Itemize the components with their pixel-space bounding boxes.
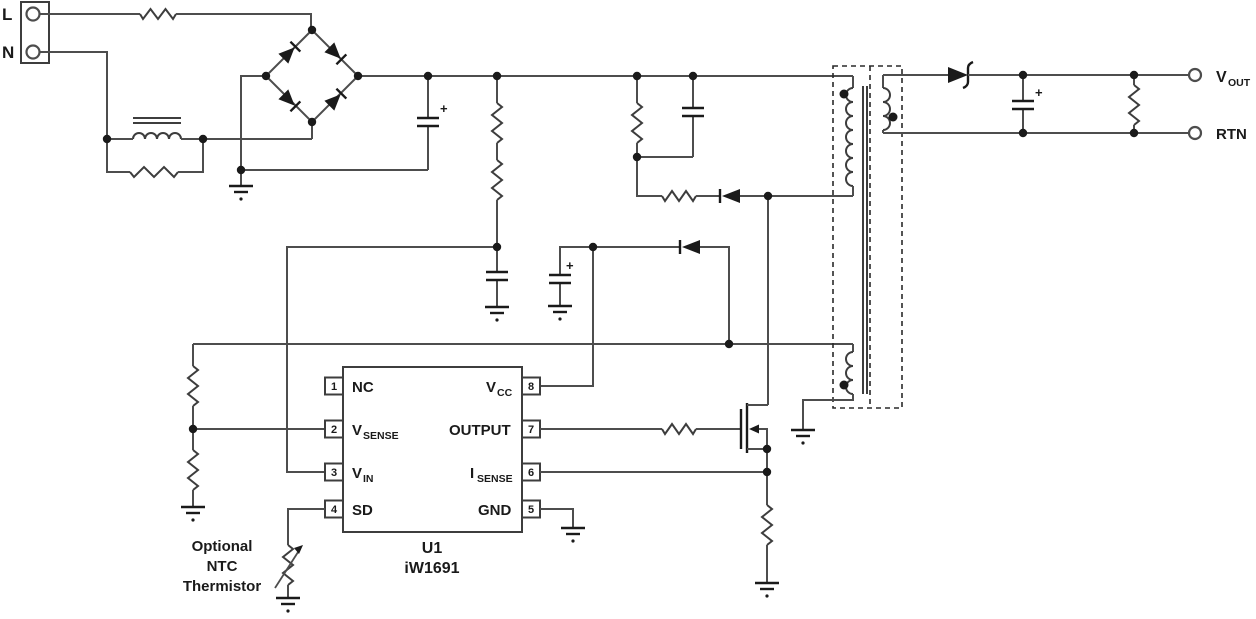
current-sense-resistor (760, 504, 774, 546)
ac-terminal-block: L N (2, 1, 50, 64)
pin-number-1: 1 (331, 381, 337, 393)
pin-name-isense-sub: SENSE (477, 473, 513, 485)
thermistor-note-line2: NTC (207, 558, 238, 575)
l-label: L (2, 5, 12, 24)
bridge-diode-top-right (324, 42, 348, 66)
svg-text:OUT: OUT (1228, 77, 1251, 89)
vin-pin-wire (286, 246, 497, 473)
snubber-network (630, 76, 853, 203)
ic-part-label: iW1691 (404, 560, 459, 577)
gnd-pin-wire (540, 508, 574, 528)
pin-number-7: 7 (528, 424, 534, 436)
vin-divider-resistor-2 (490, 159, 504, 201)
vcc-diode (593, 240, 730, 344)
ground-symbol-ic-gnd (561, 526, 585, 543)
current-sense (540, 449, 774, 583)
rtn-label: RTN (1216, 126, 1247, 143)
ground-symbol-vcc-cap (548, 304, 572, 321)
bulk-cap-plus: + (440, 101, 448, 116)
secondary-winding (882, 75, 891, 133)
pin-box-8 (521, 376, 541, 396)
ic-u1: 1 2 3 4 8 7 6 5 NC V SENSE V IN SD V CC … (324, 366, 541, 577)
primary-winding (845, 76, 854, 196)
pin-box-2 (324, 419, 344, 439)
gate-resistor (661, 422, 697, 436)
pin-name-vcc-sub: CC (497, 387, 513, 399)
ground-symbol-sense-resistor (755, 581, 779, 598)
snubber-resistor (630, 102, 644, 144)
pin-number-5: 5 (528, 504, 534, 516)
n-label: N (2, 43, 14, 62)
pin-name-vsense: V (352, 422, 362, 439)
pin-box-1 (324, 376, 344, 396)
pin-name-vcc: V (486, 379, 496, 396)
pin-name-vin-sub: IN (363, 473, 374, 485)
pin-name-gnd: GND (478, 502, 512, 519)
thermistor-note: Optional NTC Thermistor (183, 538, 262, 595)
vcc-pin-wire (540, 247, 594, 387)
ground-symbol-vsense-divider (181, 505, 205, 522)
ic-ref-label: U1 (422, 540, 443, 557)
pin-number-4: 4 (331, 504, 338, 516)
l-terminal (25, 6, 41, 22)
pin-number-8: 8 (528, 381, 534, 393)
vout-label: V OUT (1216, 69, 1251, 89)
ground-symbol-vin-cap (485, 305, 509, 322)
line-filter-choke (40, 51, 313, 140)
clamp-series-resistor (661, 189, 697, 203)
bulk-capacitor: + (417, 76, 448, 170)
vcc-capacitor: + (549, 246, 593, 306)
pin-number-6: 6 (528, 467, 534, 479)
choke-damping-resistor (106, 139, 204, 179)
vin-divider-resistor-1 (490, 102, 504, 144)
pin-name-sd: SD (352, 502, 373, 519)
primary-ground-return (240, 75, 428, 186)
vsense-divider-upper-resistor (186, 365, 200, 407)
transformer-boundary (832, 65, 903, 409)
transformer (802, 65, 903, 430)
mosfet-body-arrow (749, 424, 759, 434)
aux-polarity-dot (839, 380, 849, 390)
pin-name-isense: I (470, 465, 474, 482)
pin-number-2: 2 (331, 424, 337, 436)
ground-symbol-aux-winding (791, 428, 815, 445)
rtn-terminal (1187, 125, 1203, 141)
ground-symbol-bridge (229, 184, 253, 201)
pin-name-vsense-sub: SENSE (363, 430, 399, 442)
thermistor-note-line3: Thermistor (183, 578, 262, 595)
pin-name-nc: NC (352, 379, 374, 396)
secondary-polarity-dot (888, 112, 898, 122)
output-diode (883, 60, 1189, 90)
pin-name-vin: V (352, 465, 362, 482)
ground-symbol-thermistor (276, 596, 300, 613)
fuse-resistor (40, 7, 312, 30)
pin-name-output: OUTPUT (449, 422, 511, 439)
output-capacitor: + (1012, 75, 1043, 133)
thermistor-note-line1: Optional (192, 538, 253, 555)
vout-terminal (1187, 67, 1203, 83)
bridge-diode-top-left (278, 40, 302, 64)
clamp-diode (718, 189, 740, 203)
output-cap-plus: + (1035, 85, 1043, 100)
vcc-cap-plus: + (566, 258, 574, 273)
load-resistor (1127, 75, 1141, 133)
vsense-divider-lower-resistor (186, 449, 200, 491)
bridge-rectifier (264, 28, 360, 124)
bridge-diode-bottom-left (278, 89, 302, 113)
mosfet (739, 196, 769, 453)
junction-dots (102, 25, 1139, 477)
bridge-diode-bottom-right (324, 87, 348, 111)
pin-number-3: 3 (331, 467, 337, 479)
primary-polarity-dot (839, 89, 849, 99)
svg-text:V: V (1216, 69, 1227, 86)
gate-drive (540, 422, 741, 436)
n-terminal (25, 44, 41, 60)
ntc-thermistor (274, 508, 325, 598)
pin-box-3 (324, 462, 344, 482)
vin-divider (486, 76, 508, 307)
